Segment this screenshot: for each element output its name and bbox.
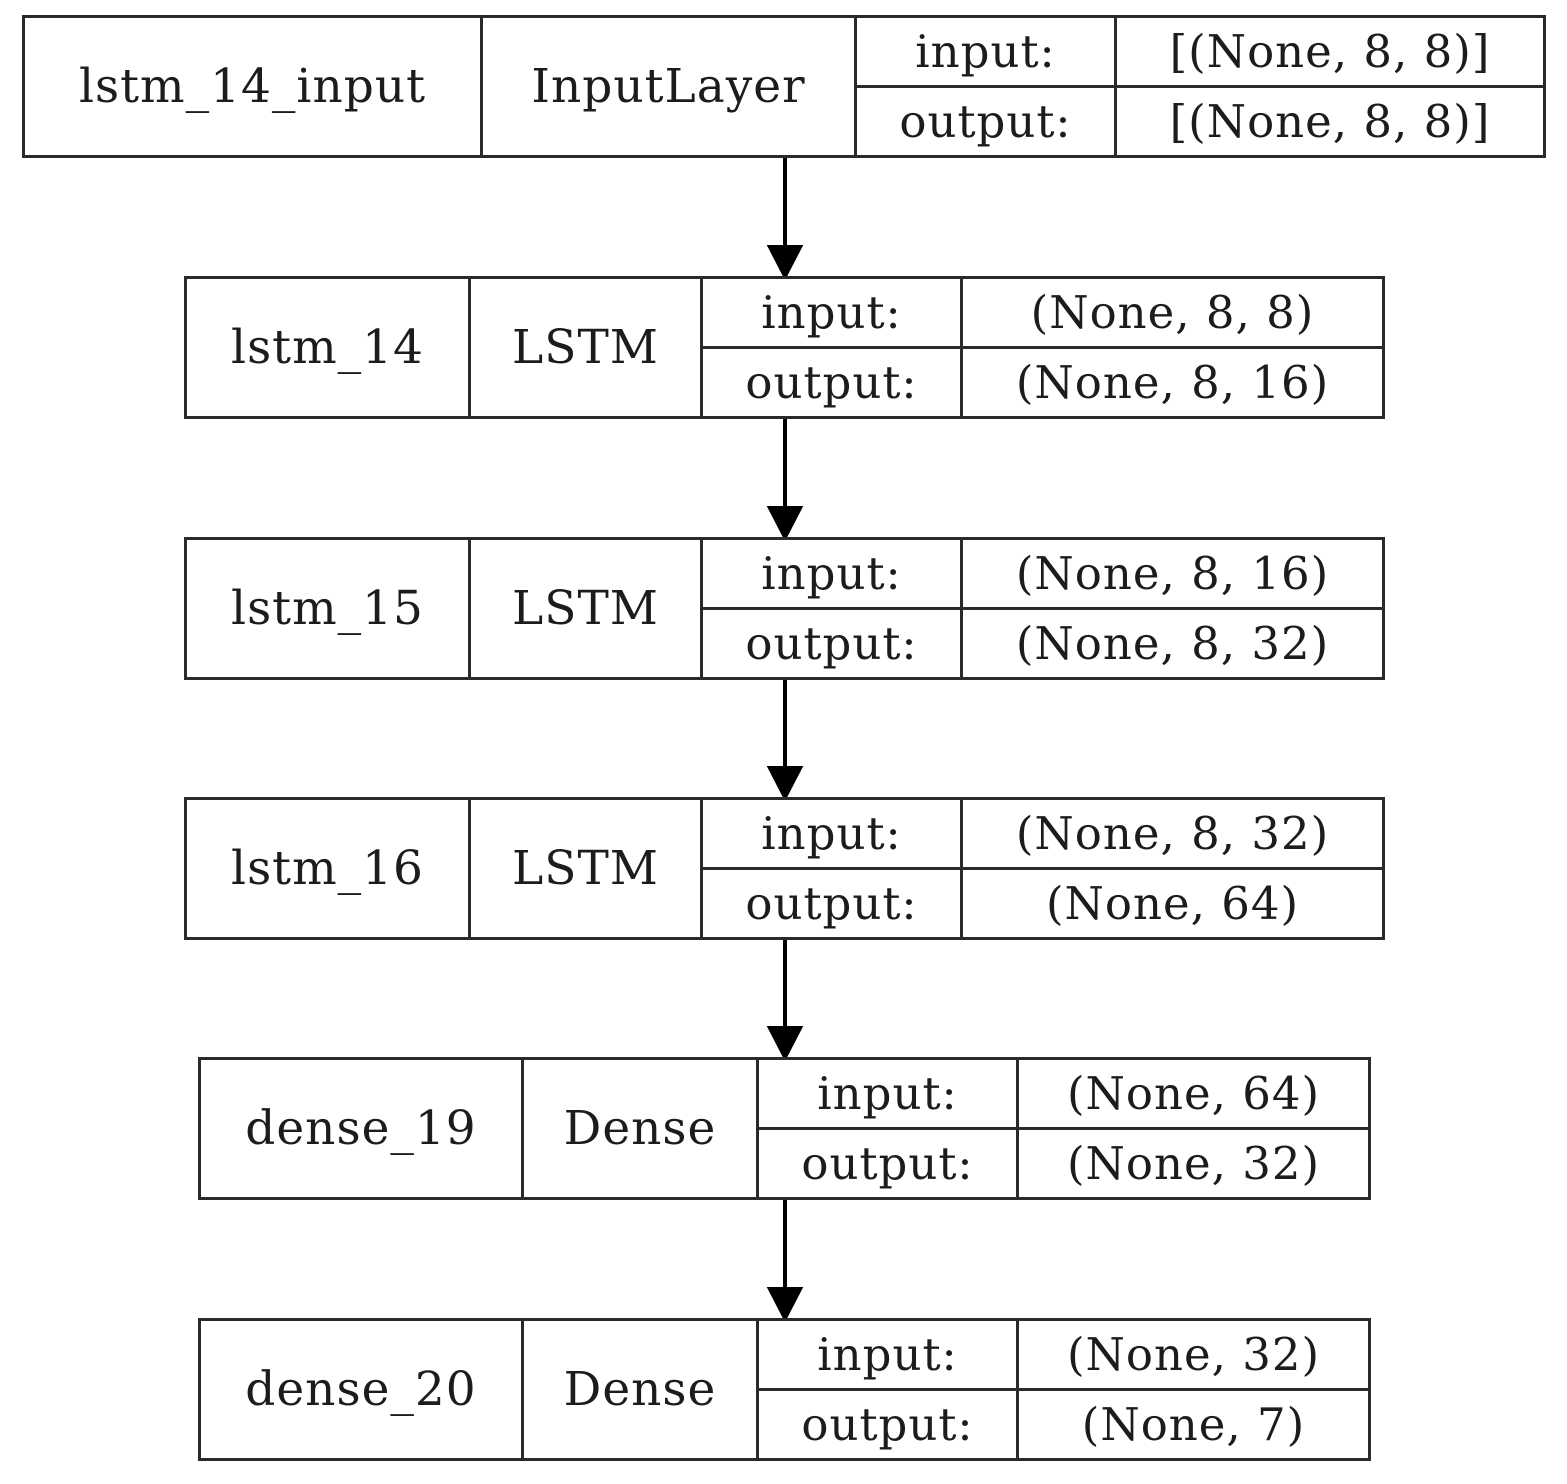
arrowhead-4 <box>766 1026 804 1062</box>
layer-node-dense-20: dense_20 Dense input: (None, 32) output:… <box>198 1318 1371 1461</box>
output-row: output: (None, 8, 16) <box>703 346 1382 416</box>
input-label: input: <box>703 279 963 346</box>
arrowhead-3 <box>766 766 804 802</box>
output-shape: (None, 64) <box>1045 877 1300 930</box>
layer-name: lstm_16 <box>187 800 471 937</box>
output-row: output: (None, 8, 32) <box>703 607 1382 677</box>
io-table: input: (None, 32) output: (None, 7) <box>759 1321 1368 1458</box>
io-table: input: (None, 8, 32) output: (None, 64) <box>703 800 1382 937</box>
output-shape: (None, 32) <box>1066 1137 1321 1190</box>
layer-node-lstm-15: lstm_15 LSTM input: (None, 8, 16) output… <box>184 537 1385 680</box>
input-row: input: (None, 8, 8) <box>703 279 1382 346</box>
layer-name: lstm_14_input <box>25 18 483 155</box>
input-row: input: (None, 8, 32) <box>703 800 1382 867</box>
input-row: input: [(None, 8, 8)] <box>857 18 1543 85</box>
layer-type: LSTM <box>471 800 703 937</box>
output-shape: (None, 8, 32) <box>1015 617 1330 670</box>
input-label: input: <box>857 18 1117 85</box>
input-shape: (None, 8, 16) <box>1015 547 1330 600</box>
arrowhead-1 <box>766 245 804 281</box>
input-shape: (None, 64) <box>1066 1067 1321 1120</box>
output-row: output: (None, 64) <box>703 867 1382 937</box>
arrowhead-2 <box>766 506 804 542</box>
input-label: input: <box>703 800 963 867</box>
input-label: input: <box>759 1321 1019 1388</box>
layer-type: Dense <box>524 1321 759 1458</box>
io-table: input: [(None, 8, 8)] output: [(None, 8,… <box>857 18 1543 155</box>
output-row: output: [(None, 8, 8)] <box>857 85 1543 155</box>
input-label: input: <box>703 540 963 607</box>
output-shape: (None, 7) <box>1081 1398 1306 1451</box>
input-label: input: <box>759 1060 1019 1127</box>
input-shape: [(None, 8, 8)] <box>1169 25 1491 78</box>
layer-type: Dense <box>524 1060 759 1197</box>
output-shape: [(None, 8, 8)] <box>1169 95 1491 148</box>
layer-name: dense_20 <box>201 1321 524 1458</box>
layer-name: lstm_14 <box>187 279 471 416</box>
output-label: output: <box>703 870 963 937</box>
arrowhead-5 <box>766 1287 804 1323</box>
layer-type: LSTM <box>471 540 703 677</box>
input-row: input: (None, 64) <box>759 1060 1368 1127</box>
output-shape: (None, 8, 16) <box>1015 356 1330 409</box>
input-row: input: (None, 32) <box>759 1321 1368 1388</box>
layer-name: dense_19 <box>201 1060 524 1197</box>
layer-type: LSTM <box>471 279 703 416</box>
input-shape: (None, 8, 8) <box>1030 286 1315 339</box>
output-row: output: (None, 7) <box>759 1388 1368 1458</box>
input-row: input: (None, 8, 16) <box>703 540 1382 607</box>
output-row: output: (None, 32) <box>759 1127 1368 1197</box>
layer-node-lstm-14: lstm_14 LSTM input: (None, 8, 8) output:… <box>184 276 1385 419</box>
io-table: input: (None, 8, 16) output: (None, 8, 3… <box>703 540 1382 677</box>
output-label: output: <box>759 1130 1019 1197</box>
input-shape: (None, 32) <box>1066 1328 1321 1381</box>
output-label: output: <box>857 88 1117 155</box>
io-table: input: (None, 8, 8) output: (None, 8, 16… <box>703 279 1382 416</box>
input-shape: (None, 8, 32) <box>1015 807 1330 860</box>
layer-node-dense-19: dense_19 Dense input: (None, 64) output:… <box>198 1057 1371 1200</box>
output-label: output: <box>703 349 963 416</box>
io-table: input: (None, 64) output: (None, 32) <box>759 1060 1368 1197</box>
output-label: output: <box>759 1391 1019 1458</box>
layer-type: InputLayer <box>483 18 857 155</box>
layer-node-lstm-16: lstm_16 LSTM input: (None, 8, 32) output… <box>184 797 1385 940</box>
layer-node-lstm-14-input: lstm_14_input InputLayer input: [(None, … <box>22 15 1546 158</box>
output-label: output: <box>703 610 963 677</box>
layer-name: lstm_15 <box>187 540 471 677</box>
